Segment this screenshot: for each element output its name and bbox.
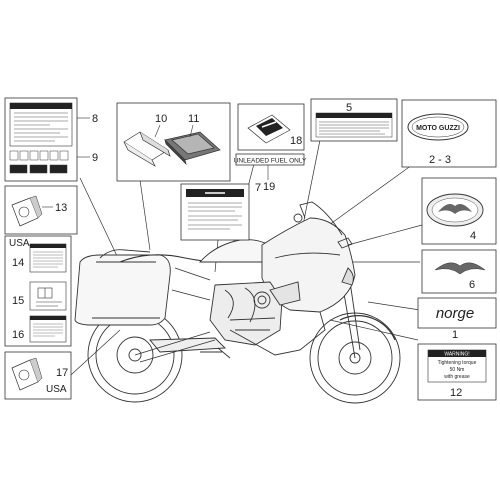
moto-guzzi-text: MOTO GUZZI: [416, 125, 460, 132]
unleaded-decal-text: UNLEADED FUEL ONLY: [234, 158, 307, 165]
callout-6: 6: [469, 279, 475, 291]
torque-text-3: with grease: [444, 374, 470, 380]
callout-4: 4: [470, 230, 476, 242]
callout-19: 19: [263, 181, 275, 193]
callout-14: 14: [12, 257, 24, 269]
label-box-7: [180, 183, 250, 241]
callout-8: 8: [92, 113, 98, 125]
callout-9: 9: [92, 152, 98, 164]
usa-label-bottom: USA: [46, 384, 67, 395]
warning-header-text: WARNING!: [444, 352, 469, 358]
callout-15: 15: [12, 295, 24, 307]
callout-11: 11: [188, 113, 199, 125]
callout-2-3: 2 - 3: [429, 154, 451, 166]
label-box-14-16: USA: [4, 235, 72, 347]
callout-1: 1: [452, 329, 458, 341]
label-box-10-11: [116, 102, 231, 182]
label-box-1: norge: [417, 297, 497, 329]
label-box-17: USA: [4, 351, 72, 400]
unleaded-fuel-decal-19: UNLEADED FUEL ONLY: [234, 153, 307, 166]
usa-label-top: USA: [9, 238, 30, 249]
tire-pressure-labels-9: [9, 150, 69, 174]
callout-13: 13: [55, 202, 67, 214]
side-case: [74, 254, 171, 326]
moto-guzzi-logo: [407, 113, 469, 141]
callout-7: 7: [255, 182, 261, 194]
label-box-5: [310, 98, 398, 142]
warning-label-8: [9, 102, 73, 147]
label-box-13: [4, 185, 78, 235]
label-box-4: [421, 177, 497, 245]
label-box-12: WARNING! Tightening torque 50 Nm with gr…: [417, 343, 497, 401]
torque-text-1: Tightening torque: [438, 360, 477, 366]
label-box-18: [237, 103, 305, 151]
torque-text-2: 50 Nm: [450, 367, 465, 373]
document-pouch-10: [123, 131, 171, 167]
callout-17: 17: [56, 367, 68, 379]
norge-logo-text: norge: [436, 305, 474, 322]
windscreen: [299, 201, 343, 236]
callout-10: 10: [155, 113, 167, 125]
engine: [209, 281, 283, 346]
manual-11: [164, 131, 221, 166]
callout-18: 18: [290, 135, 302, 147]
eagle-decal: [434, 262, 486, 275]
callout-5: 5: [346, 102, 352, 114]
label-box-6: [421, 249, 497, 294]
sticker-16: [29, 315, 67, 343]
callout-16: 16: [12, 329, 24, 341]
sticker-15: [29, 281, 67, 311]
motorcycle-illustration: [74, 201, 401, 404]
callout-12: 12: [450, 387, 462, 399]
label-box-8-9: [4, 97, 78, 182]
label-box-2-3: MOTO GUZZI: [401, 99, 497, 168]
